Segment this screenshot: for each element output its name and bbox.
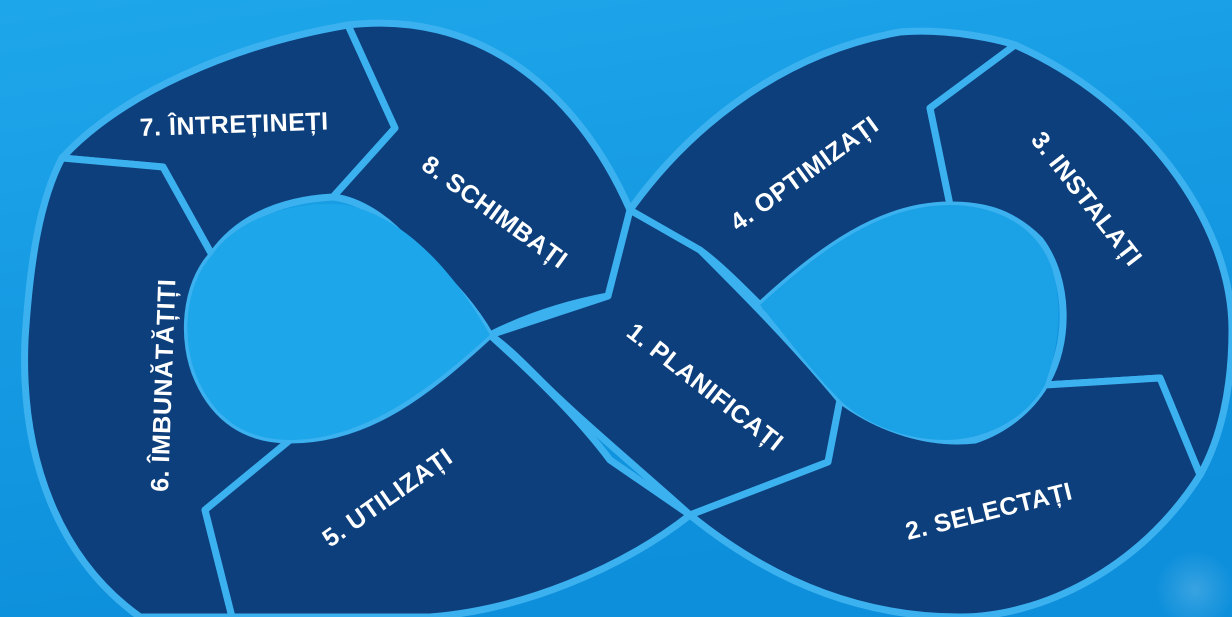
segment-3-instalati (926, 41, 1232, 479)
segment-2-selectati (686, 374, 1204, 617)
segment-5-utilizati (201, 331, 694, 617)
segment-7-intretineti (58, 21, 399, 259)
loop-hole-right (760, 205, 1059, 440)
bokeh-light (1155, 550, 1232, 617)
loop-hole-left (187, 204, 490, 440)
